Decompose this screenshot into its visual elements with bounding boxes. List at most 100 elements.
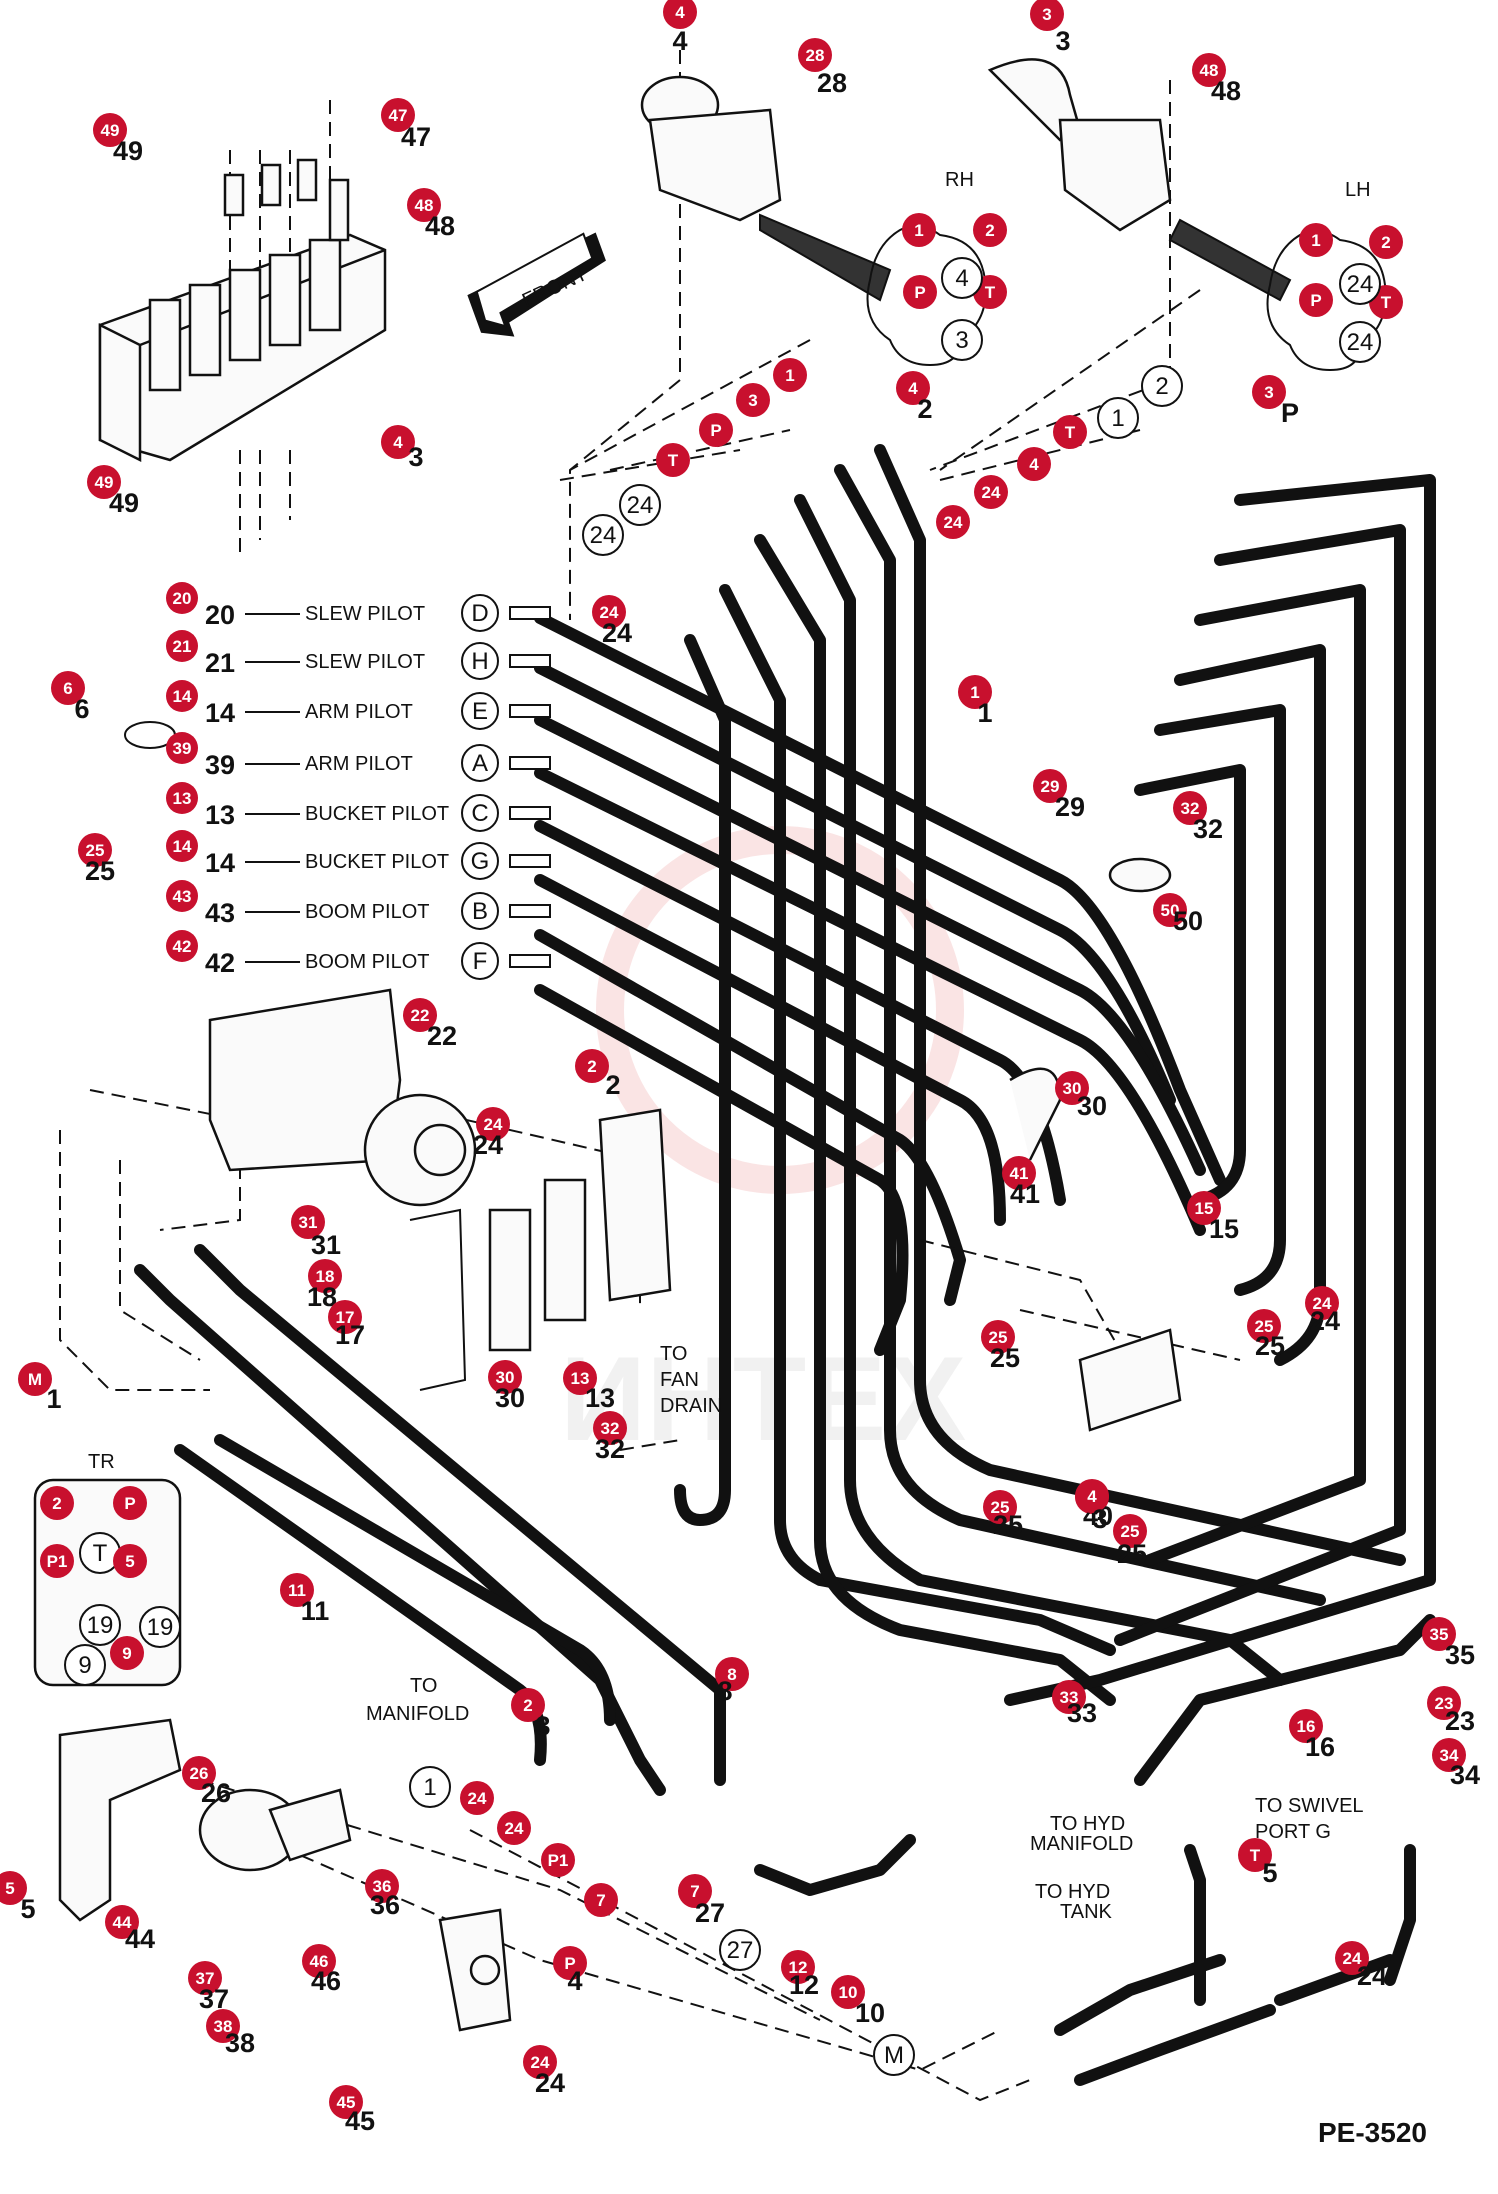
callout-badge (1187, 1191, 1221, 1225)
callout-badge-label: 16 (1297, 1717, 1316, 1736)
callout-badge (308, 1259, 342, 1293)
terminal-blocks (409, 1108, 672, 1391)
port-letter: 24 (1347, 271, 1374, 298)
port-letter: M (884, 2042, 904, 2069)
port-circle (461, 942, 499, 980)
callout-badge (896, 371, 930, 405)
callout-badge-label: 25 (86, 841, 105, 860)
callout-number: 28 (817, 68, 847, 98)
port-letter: E (472, 698, 488, 725)
callout-badge-label: 32 (601, 1419, 620, 1438)
callout-badge (1247, 1309, 1281, 1343)
callout-badge (166, 582, 198, 614)
callout-badge-label: 25 (1121, 1522, 1140, 1541)
callout-number: 37 (199, 1984, 229, 2014)
callout-badge (381, 425, 415, 459)
callout-number: 31 (311, 1230, 341, 1260)
port-circle (619, 484, 661, 526)
port-letter: T (93, 1540, 108, 1567)
port-circle (461, 692, 499, 730)
note-fan-drain: TO FAN DRAIN (660, 1343, 722, 1417)
callout-badge (381, 98, 415, 132)
callout-badge (1252, 375, 1286, 409)
port-letter: G (471, 848, 490, 875)
callout-badge-label: 24 (982, 483, 1001, 502)
callout-number: 43 (205, 898, 235, 928)
callout-badge (166, 680, 198, 712)
clamp-32 (1009, 857, 1172, 1161)
callout-badge (1369, 225, 1403, 259)
callout-badge-label: 3 (1042, 5, 1051, 24)
callout-number: 41 (1010, 1179, 1040, 1209)
callout-number: 29 (1055, 792, 1085, 822)
callout-badge (18, 1362, 52, 1396)
callout-badge-label: 13 (571, 1369, 590, 1388)
callout-badge (166, 630, 198, 662)
callout-badge (981, 1320, 1015, 1354)
port-circle (1339, 263, 1381, 305)
callout-badge (40, 1544, 74, 1578)
callout-badge (291, 1205, 325, 1239)
note-to-hyd-tank: TO HYD TANK (1035, 1881, 1113, 1923)
hose-fitting (509, 654, 551, 668)
callout-badge-label: 50 (1161, 901, 1180, 920)
callout-badge (983, 1490, 1017, 1524)
callout-badge-label: 7 (690, 1882, 699, 1901)
control-valve (98, 158, 387, 463)
callout-badge (584, 1883, 618, 1917)
callout-badge-label: 8 (727, 1665, 736, 1684)
callout-badge (553, 1946, 587, 1980)
callout-badge-label: 43 (173, 887, 192, 906)
port-letter: F (473, 948, 488, 975)
callout-number: 1 (46, 1384, 61, 1414)
callout-number: 25 (85, 856, 115, 886)
callout-badge-label: 20 (173, 589, 192, 608)
callout-badge-label: 24 (468, 1789, 487, 1808)
callout-number: 24 (535, 2068, 565, 2098)
callout-badge-label: 17 (336, 1308, 355, 1327)
callout-badge-label: 29 (1041, 777, 1060, 796)
callout-badge (936, 505, 970, 539)
callout-badge-label: P (124, 1494, 135, 1513)
callout-badge (541, 1843, 575, 1877)
callout-number: 46 (311, 1966, 341, 1996)
pilot-pump (208, 988, 477, 1207)
callout-badge (365, 1869, 399, 1903)
callout-number: 2 (917, 394, 932, 424)
hose-bundle (134, 444, 1436, 2086)
callout-badge-label: 2 (52, 1494, 61, 1513)
callout-number: 20 (205, 600, 235, 630)
rh-joystick (640, 75, 892, 302)
mount-plate-38 (438, 1908, 512, 2032)
callout-number: 4 (567, 1966, 582, 1996)
callout-badge (1017, 447, 1051, 481)
callout-badge-label: 1 (1311, 231, 1320, 250)
svg-text:TO: TO (410, 1675, 437, 1697)
svg-text:TO SWIVEL: TO SWIVEL (1255, 1795, 1364, 1817)
callout-badge-label: 23 (1435, 1694, 1454, 1713)
callout-badge-label: P1 (548, 1851, 569, 1870)
callout-number: 32 (1193, 814, 1223, 844)
callout-number: 50 (1173, 906, 1203, 936)
callout-badge (497, 1811, 531, 1845)
callout-badge (798, 38, 832, 72)
callout-badge (1299, 283, 1333, 317)
callout-badge-label: T (1065, 423, 1076, 442)
port-circle (719, 1929, 761, 1971)
port-circle (1141, 365, 1183, 407)
pilot-label: SLEW PILOT (305, 651, 425, 673)
callout-number: 30 (495, 1383, 525, 1413)
callout-badge (403, 998, 437, 1032)
callout-badge (1238, 1838, 1272, 1872)
callout-badge-label: 2 (587, 1057, 596, 1076)
hose-fitting (509, 854, 551, 868)
callout-number: 35 (1445, 1640, 1475, 1670)
note-to-hyd-manifold: TO HYD MANIFOLD (1030, 1813, 1133, 1855)
callout-badge-label: 21 (173, 637, 192, 656)
callout-badge (1335, 1941, 1369, 1975)
svg-text:PORT G: PORT G (1255, 1821, 1331, 1843)
